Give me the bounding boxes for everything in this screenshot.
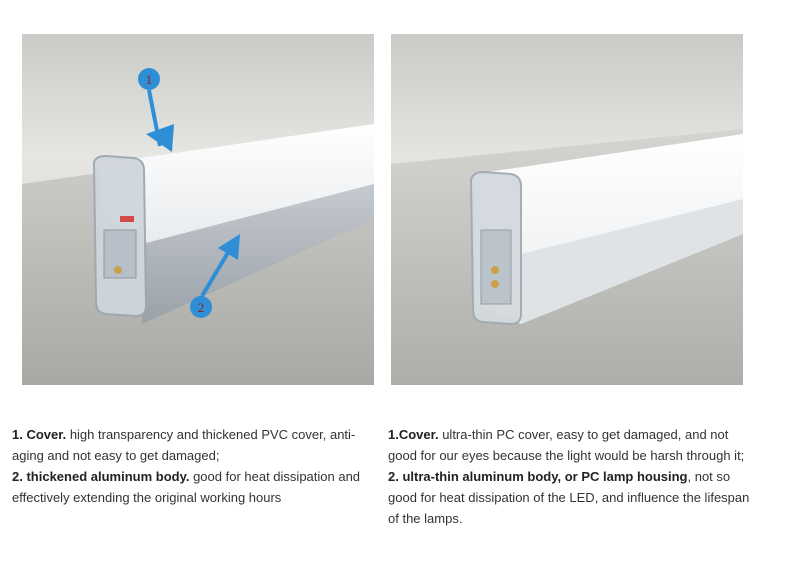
- caption-right-item-1-title: 1.Cover.: [388, 427, 439, 442]
- caption-left-item-1-text: high transparency and thickened PVC cove…: [12, 427, 356, 463]
- marker-2: 2: [190, 234, 240, 318]
- caption-right-item-1-text: ultra-thin PC cover, easy to get damaged…: [388, 427, 745, 463]
- caption-left-item-2-title: 2. thickened aluminum body.: [12, 469, 190, 484]
- caption-right-item-2-title: 2. ultra-thin aluminum body, or PC lamp …: [388, 469, 688, 484]
- caption-left-item-2-text: good for heat dissipation and effectivel…: [12, 469, 361, 505]
- caption-right-item-1: 1.Cover. ultra-thin PC cover, easy to ge…: [388, 424, 756, 466]
- marker-2-label: 2: [198, 300, 205, 315]
- caption-right-item-2-text: , not so good for heat dissipation of th…: [388, 469, 750, 526]
- photo-thin-pc-light: [391, 34, 743, 385]
- caption-left: 1. Cover. high transparency and thickene…: [12, 424, 378, 508]
- caption-left-item-2: 2. thickened aluminum body. good for hea…: [12, 466, 378, 508]
- caption-right: 1.Cover. ultra-thin PC cover, easy to ge…: [388, 424, 756, 529]
- marker-1-label: 1: [146, 72, 153, 87]
- caption-left-item-1-title: 1. Cover.: [12, 427, 67, 442]
- caption-right-item-2: 2. ultra-thin aluminum body, or PC lamp …: [388, 466, 756, 529]
- marker-1: 1: [138, 68, 174, 152]
- caption-left-item-1: 1. Cover. high transparency and thickene…: [12, 424, 378, 466]
- photo-thick-aluminum-light: 1 2: [22, 34, 374, 385]
